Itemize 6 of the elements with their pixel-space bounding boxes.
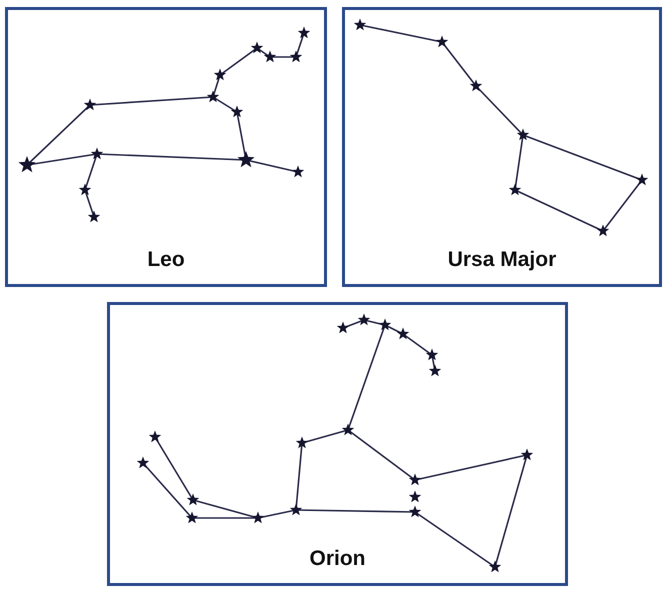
constellation-panel xyxy=(107,302,568,586)
constellation-name: Ursa Major xyxy=(446,248,558,272)
constellation-name: Leo xyxy=(146,248,186,272)
constellation-panel xyxy=(5,7,327,287)
constellation-name: Orion xyxy=(308,547,366,571)
constellation-panel xyxy=(342,7,662,287)
